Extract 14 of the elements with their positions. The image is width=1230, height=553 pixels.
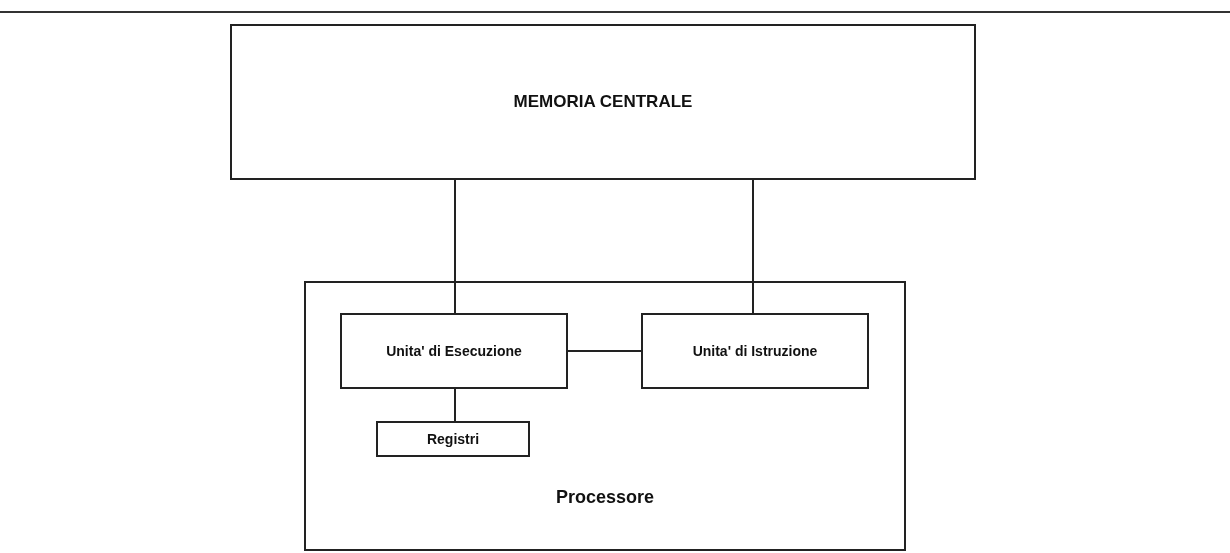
node-label: Registri: [426, 429, 480, 449]
memory-box: [230, 24, 976, 180]
unit-box: [641, 313, 869, 389]
connector-line: [454, 388, 456, 422]
processor-box: [304, 281, 906, 551]
unit-box: [340, 313, 568, 389]
connector-line: [567, 350, 642, 352]
node-label: Unita' di Esecuzione: [386, 341, 522, 361]
node-label: MEMORIA CENTRALE: [513, 91, 693, 114]
node-label: Unita' di Istruzione: [692, 341, 818, 361]
node-label: Processore: [555, 486, 655, 509]
connector-line: [454, 179, 456, 314]
connector-line: [752, 179, 754, 314]
register-box: [376, 421, 530, 457]
